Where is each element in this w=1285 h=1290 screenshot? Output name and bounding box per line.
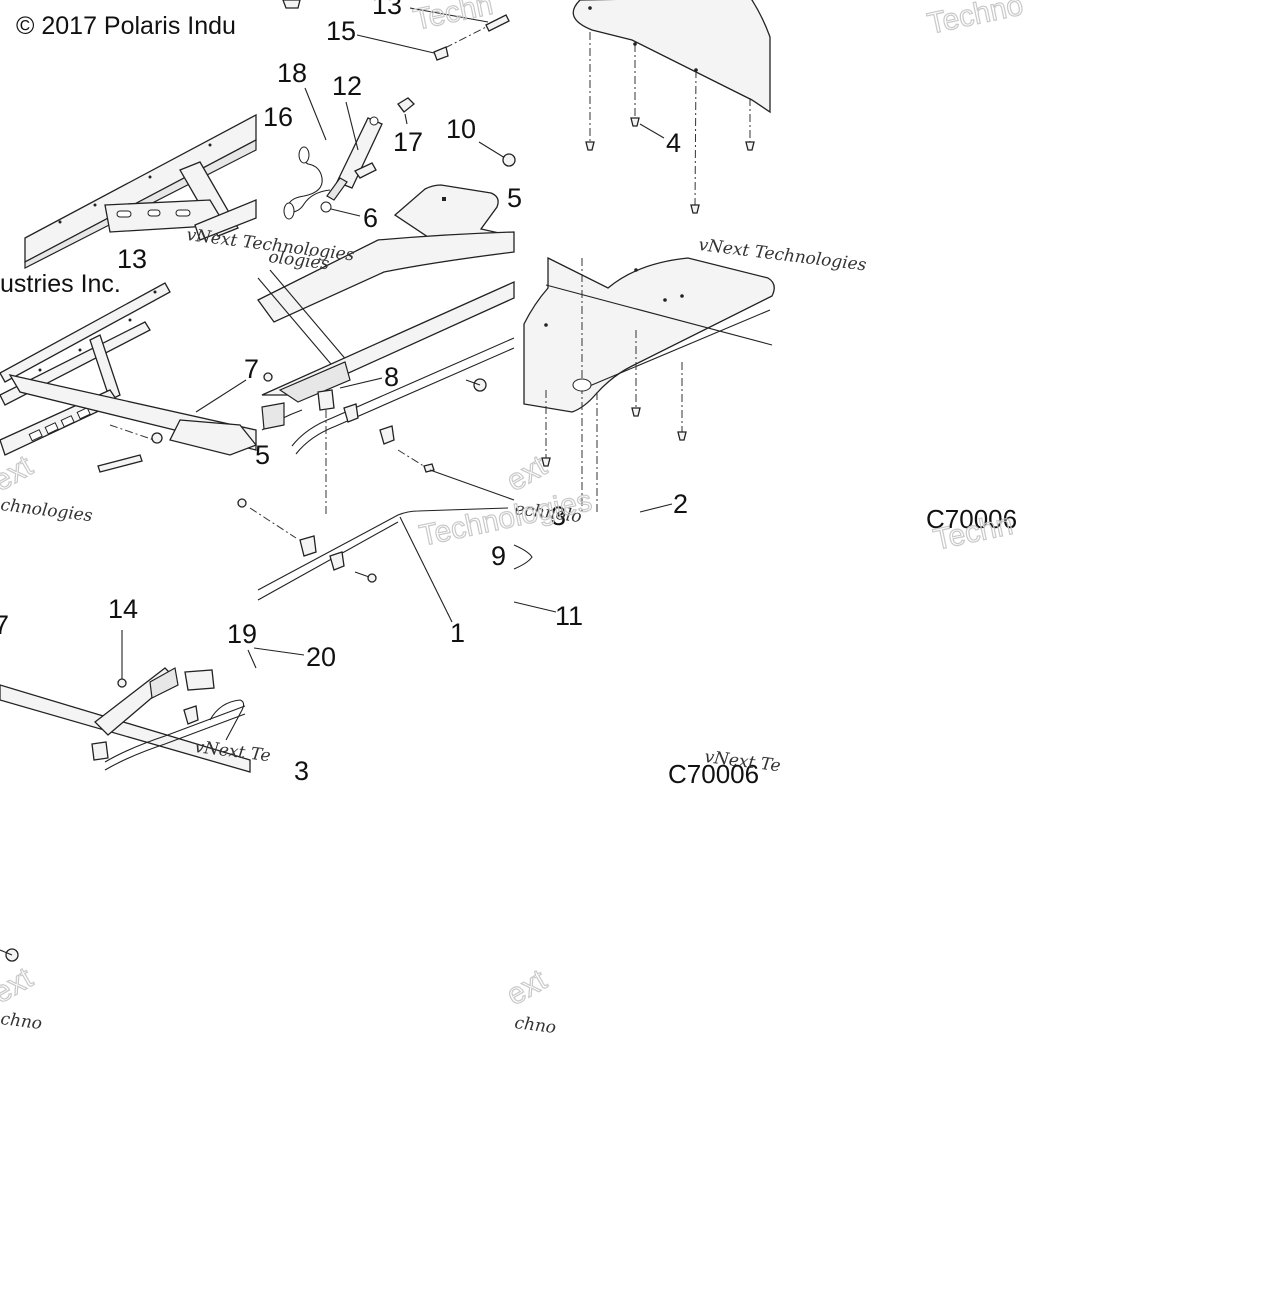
watermark-outline: ext — [501, 963, 553, 1012]
watermark-text: chnologies — [0, 495, 94, 526]
rear-frame-bottom-left — [0, 630, 305, 962]
callout-8: 8 — [384, 362, 399, 392]
floor-panel-top — [572, 0, 771, 214]
watermark-text: chno — [513, 1013, 557, 1038]
callout-5-top: 5 — [507, 183, 522, 213]
hardware-group-bottom — [237, 498, 557, 623]
callout-15: 15 — [326, 16, 356, 46]
drawing-code-secondary: C70006 — [668, 759, 759, 789]
watermark-outline: Techno — [925, 0, 1026, 41]
watermark-outline: ext — [0, 961, 39, 1010]
watermark-outline: ext — [0, 449, 39, 498]
callout-14: 14 — [108, 594, 138, 624]
callout-7: 7 — [244, 354, 259, 384]
callout-5-mid: 5 — [255, 440, 270, 470]
copyright-notice-fragment: ustries Inc. — [0, 270, 121, 298]
callout-9: 9 — [491, 541, 506, 571]
watermark-text: chno — [0, 1009, 43, 1034]
copyright-notice: © 2017 Polaris Indu — [16, 12, 236, 40]
drawing-code: C70006 — [926, 504, 1017, 534]
callout-13: 13 — [372, 0, 402, 20]
callout-10: 10 — [446, 114, 476, 144]
callout-13-partial: 13 — [117, 244, 147, 274]
callout-6: 6 — [363, 203, 378, 233]
callout-7-edge: 7 — [0, 610, 9, 640]
callout-2: 2 — [673, 489, 688, 519]
frame-rail-mid-left — [0, 282, 258, 473]
callout-20: 20 — [306, 642, 336, 672]
callout-3-mid: 3 — [551, 501, 566, 531]
callout-17: 17 — [393, 127, 423, 157]
callout-19: 19 — [227, 619, 257, 649]
callout-12: 12 — [332, 71, 362, 101]
callout-3-bottom: 3 — [294, 756, 309, 786]
callout-11: 11 — [555, 601, 583, 631]
callout-16: 16 — [263, 102, 293, 132]
callout-4: 4 — [666, 128, 681, 158]
callout-numbers: 13 15 18 12 16 17 10 6 4 5 7 8 5 9 2 3 1… — [0, 0, 688, 786]
watermark-outline: Techn — [411, 0, 496, 37]
frame-rail-top-left — [24, 113, 257, 269]
watermark-outline: ext — [501, 449, 553, 498]
callout-1: 1 — [450, 618, 465, 648]
rear-frame-middle — [257, 231, 515, 514]
callout-18: 18 — [277, 58, 307, 88]
floor-panel-middle — [523, 256, 775, 514]
